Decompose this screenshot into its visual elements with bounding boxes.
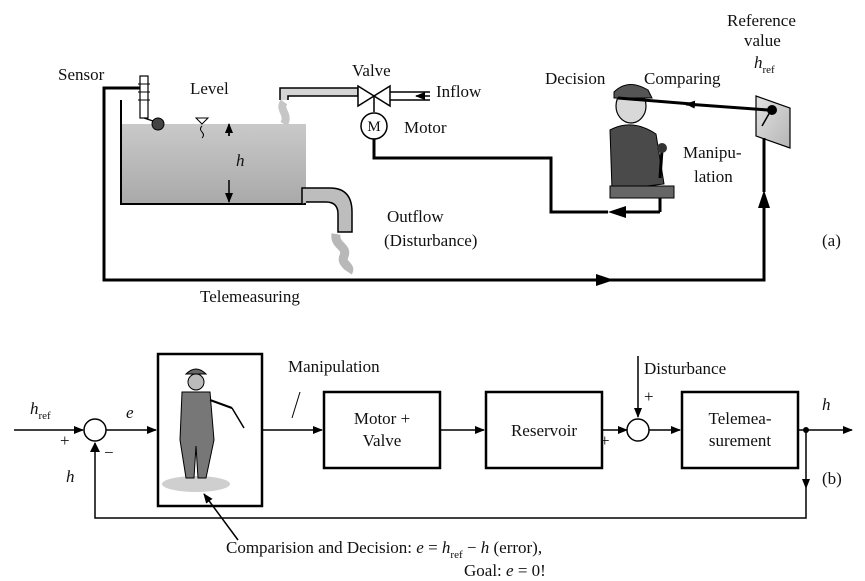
- worker-icon: [162, 368, 245, 492]
- telemeasuring-label: Telemeasuring: [200, 287, 300, 306]
- plus-bottom-label: +: [600, 431, 610, 450]
- motor-label: Motor: [404, 118, 447, 137]
- feedback-h-label: h: [66, 467, 75, 486]
- reference-label-line2: value: [744, 31, 781, 50]
- href-input-label: href: [30, 399, 51, 422]
- caption-equation: Comparision and Decision: e = href − h (…: [226, 538, 542, 561]
- motor-valve-label-line2: Valve: [363, 431, 402, 450]
- valve-label: Valve: [352, 61, 391, 80]
- motor-valve-label-line1: Motor +: [354, 409, 410, 428]
- error-e-label: e: [126, 403, 134, 422]
- telemeasurement-label-line2: surement: [709, 431, 772, 450]
- motor-valve-block: [322, 390, 442, 470]
- output-h-label: h: [822, 395, 831, 414]
- reference-label-line1: Reference: [727, 11, 796, 30]
- reservoir-block: [484, 390, 604, 470]
- disturbance-label: Disturbance: [644, 359, 726, 378]
- summing-junction-1: [83, 418, 107, 442]
- sensor-icon: [138, 75, 165, 131]
- manipulation-label-line2: lation: [694, 167, 733, 186]
- panel-b-tag: (b): [822, 469, 842, 488]
- plus-left-label: +: [60, 431, 70, 450]
- minus-label: −: [104, 443, 114, 462]
- svg-text:M: M: [367, 119, 380, 135]
- manipulation-pointer: [291, 391, 301, 419]
- decision-label: Decision: [545, 69, 606, 88]
- reference-panel-icon: [755, 95, 791, 149]
- telemeasurement-block: [680, 390, 800, 470]
- sensor-label: Sensor: [58, 65, 105, 84]
- comparing-line: [617, 96, 693, 106]
- outflow-stream: [331, 233, 354, 275]
- telemeasuring-line: [102, 86, 766, 282]
- tank: [120, 87, 359, 275]
- panel-b: href + − e h Manipulation Motor + Valve …: [14, 352, 853, 580]
- plus-top-label: +: [644, 387, 654, 406]
- panel-a-tag: (a): [822, 231, 841, 250]
- comparing-arrow: [685, 100, 769, 112]
- panel-a: h M: [58, 11, 841, 306]
- level-h-label: h: [236, 151, 245, 170]
- outflow-label-line2: (Disturbance): [384, 231, 477, 250]
- level-indicator-icon: [194, 117, 210, 125]
- telemeasurement-label-line1: Telemea-: [709, 409, 772, 428]
- motor-icon: M: [360, 112, 388, 140]
- level-label: Level: [190, 79, 229, 98]
- caption-goal: Goal: e = 0!: [464, 561, 546, 580]
- inflow-label: Inflow: [436, 82, 482, 101]
- inflow-stream: [278, 99, 290, 127]
- reservoir-label: Reservoir: [511, 421, 577, 440]
- feedback-line: [94, 443, 807, 519]
- reference-href-label: href: [754, 53, 775, 76]
- comparing-label: Comparing: [644, 69, 721, 88]
- manipulation-label-line1: Manipu-: [683, 143, 742, 162]
- outflow-label-line1: Outflow: [387, 207, 444, 226]
- manipulation-line: [372, 139, 608, 214]
- manipulation-label: Manipulation: [288, 357, 380, 376]
- summing-junction-2: [626, 418, 650, 442]
- caption-pointer: [203, 493, 239, 541]
- valve-icon: [357, 84, 430, 112]
